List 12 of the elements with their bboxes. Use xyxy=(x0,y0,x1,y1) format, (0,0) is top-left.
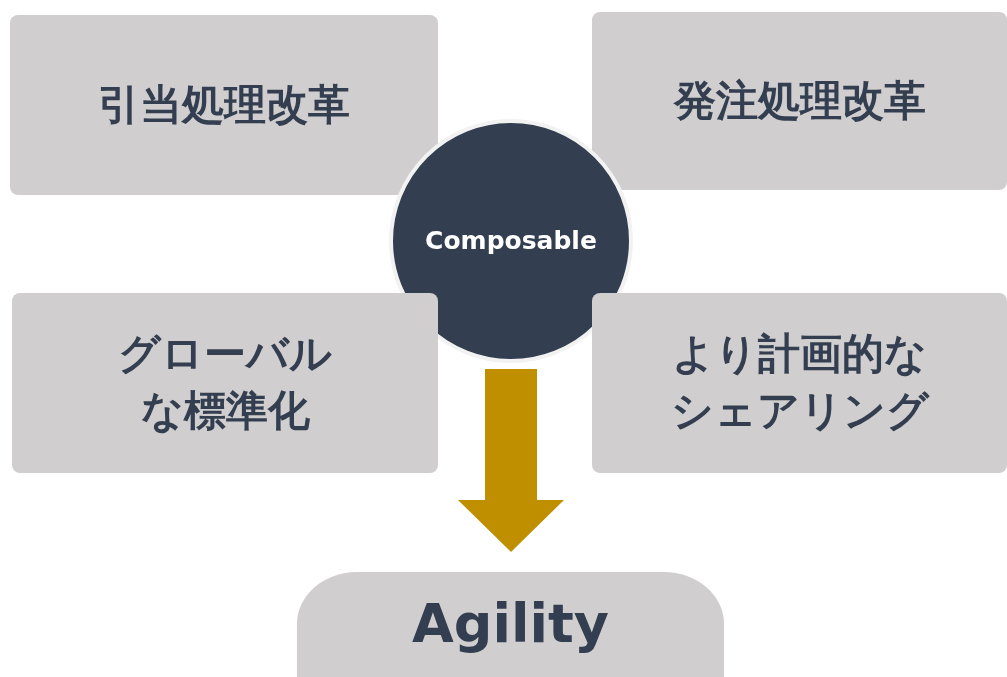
box-label: Agility xyxy=(412,591,609,658)
box-label: より計画的なシェアリング xyxy=(669,328,931,437)
process-box xyxy=(592,12,1007,190)
result-pill xyxy=(297,572,724,677)
process-box xyxy=(592,293,1007,473)
arrow xyxy=(458,369,564,552)
process-box xyxy=(10,15,438,195)
box-label: 発注処理改革 xyxy=(673,74,926,127)
process-box xyxy=(12,293,438,473)
box-label: 引当処理改革 xyxy=(98,78,350,131)
box-label: グローバルな標準化 xyxy=(117,328,333,437)
hub-label: Composable xyxy=(425,225,597,258)
